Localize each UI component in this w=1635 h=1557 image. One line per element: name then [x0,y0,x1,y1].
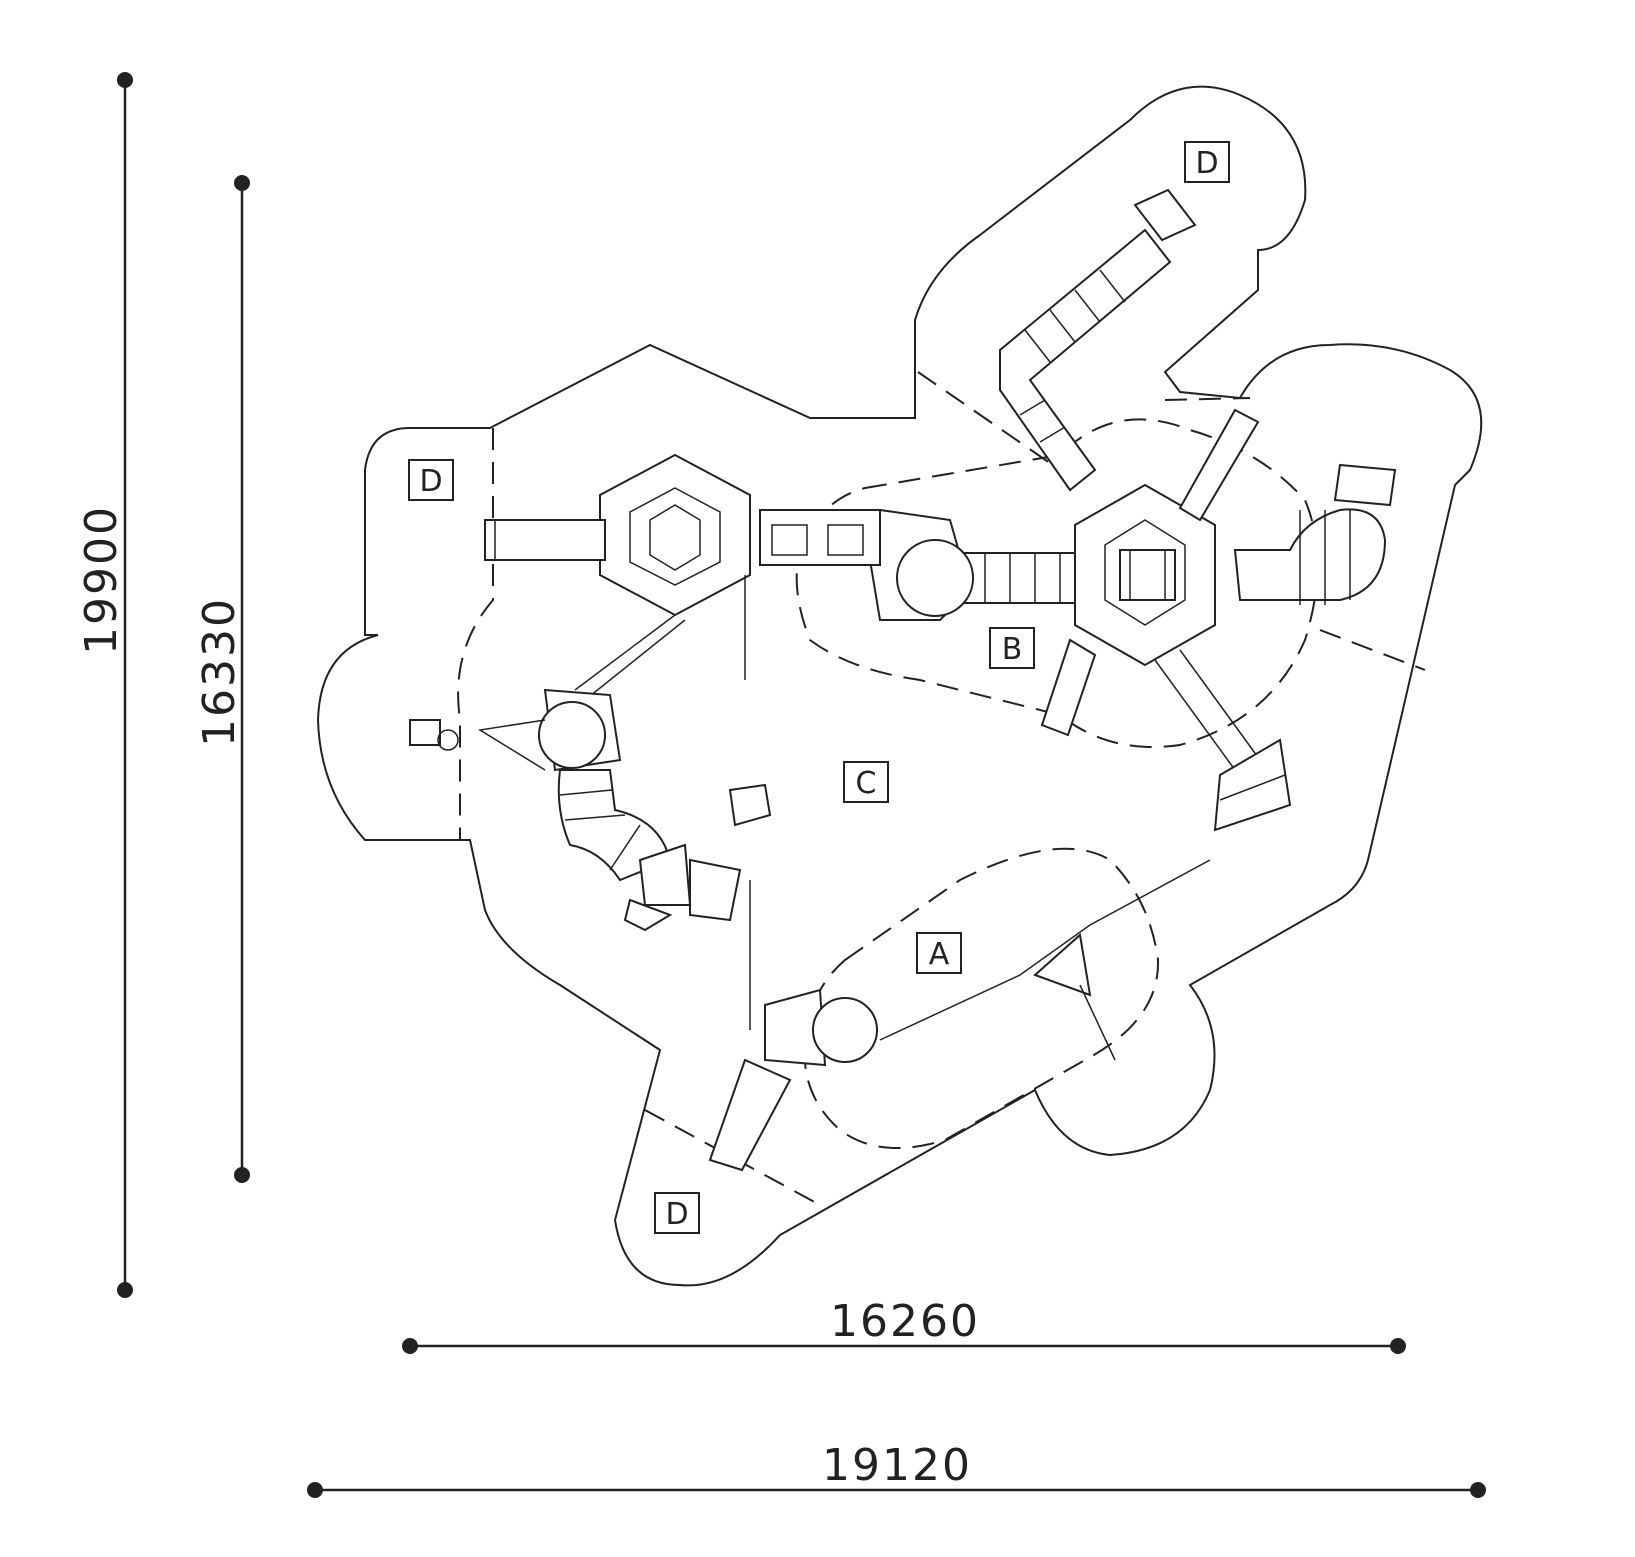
hexagon-tower-right [1074,483,1216,667]
zone-d-top-separator [917,371,1061,471]
zone-d-top-separator-2 [1164,397,1251,401]
overall-height-label: 19900 [76,505,127,655]
structure-height-label: 16330 [194,597,245,747]
zone-label-d-left: D [408,459,454,501]
dimension-overall-width: 19120 [307,1440,1486,1498]
zone-a-area [803,847,1160,1149]
dimension-structure-height: 16330 [194,175,250,1183]
rope-bridge-middle [959,552,1076,604]
round-platform-a [764,988,878,1067]
straight-slide-right-lower [1040,638,1097,737]
support-leg [1179,649,1261,761]
zone-d-left-separator [457,428,494,840]
svg-text:C: C [856,766,877,801]
round-platform-left [409,688,622,772]
tube-slide-top [999,188,1197,492]
dimension-overall-height: 19900 [76,72,133,1298]
round-platform-b [868,508,974,621]
safety-zone-outline [316,85,1483,1287]
climbing-holds [728,783,772,827]
zone-label-d-bottom: D [654,1192,700,1234]
zone-label-c: C [843,761,889,803]
net-climber-right [1213,738,1292,832]
straight-slide-right-upper [1178,408,1260,522]
rope-walk-left [574,614,676,691]
tube-slide-right [1233,463,1397,605]
bridge-left [759,509,881,566]
dimension-structure-width: 16260 [402,1296,1406,1354]
zone-label-b: B [989,627,1035,669]
straight-slide-left [484,519,606,561]
rope-walk-left-2 [584,619,686,701]
triangle-net [1033,933,1116,1061]
support-leg-2 [1154,659,1236,771]
straight-slide-bottom [708,1058,792,1172]
zone-label-d-top: D [1184,141,1230,183]
rope-traverse-bottom [879,859,1211,1041]
svg-text:D: D [419,464,442,499]
tube-slide-curved [557,769,672,882]
structure-width-label: 16260 [830,1296,980,1347]
svg-text:A: A [929,937,950,972]
overall-width-label: 19120 [822,1440,972,1491]
svg-text:D: D [665,1197,688,1232]
svg-text:B: B [1002,632,1023,667]
hexagon-tower-left [599,453,751,617]
net-climber-left [623,843,742,932]
svg-text:D: D [1195,146,1218,181]
zone-d-right-separator [1319,629,1426,671]
zone-label-a: A [916,932,962,974]
